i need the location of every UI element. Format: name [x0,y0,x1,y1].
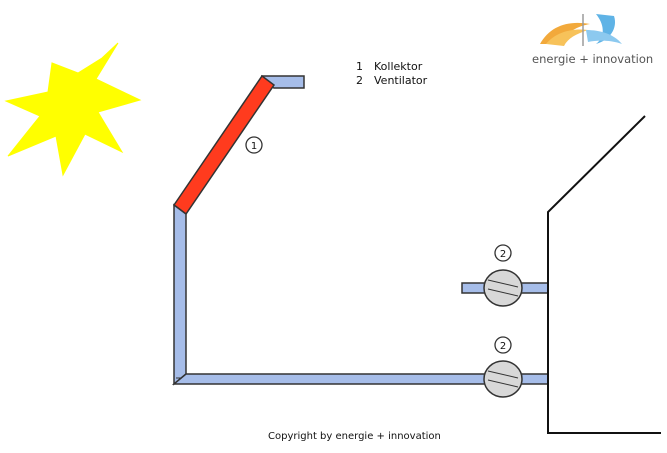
legend-number: 2 [356,74,363,87]
logo-text: energie + innovation [532,52,654,66]
marker-collector-label: 1 [251,141,257,152]
marker-fan-bottom-label: 2 [500,341,506,352]
building-outline [547,115,661,434]
legend-item-collector: 1 Kollektor [356,60,427,74]
copyright-text: Copyright by energie + innovation [268,431,441,442]
marker-fan-top-label: 2 [500,249,506,260]
legend-item-fan: 2 Ventilator [356,74,427,88]
fan-top [483,269,523,307]
sun-icon [4,42,142,177]
legend-label: Ventilator [374,74,428,87]
legend-number: 1 [356,60,363,73]
fan-bottom [483,360,523,398]
marker-fan-bottom: 2 [494,336,512,354]
logo-icon [540,14,622,46]
collector-duct-vertical [173,203,187,386]
marker-collector: 1 [245,136,263,154]
marker-fan-top: 2 [494,244,512,262]
legend-label: Kollektor [374,60,423,73]
legend: 1 Kollektor 2 Ventilator [356,60,427,88]
